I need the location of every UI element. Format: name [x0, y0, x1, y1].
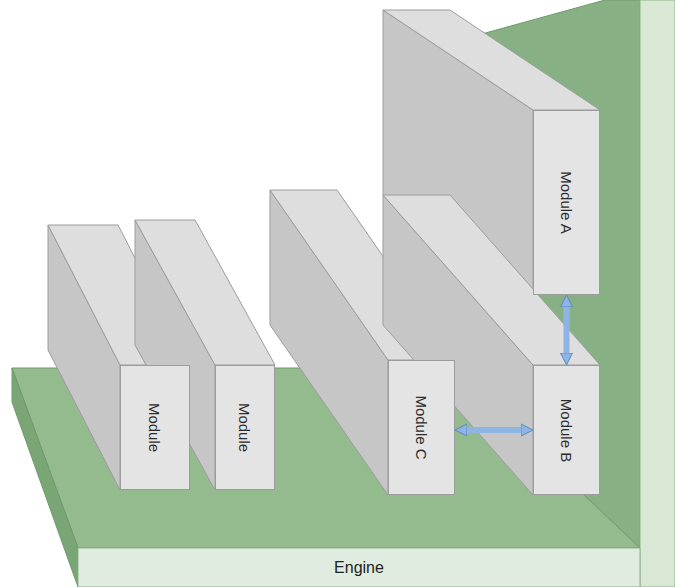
module-box: Module — [215, 365, 275, 490]
base-front — [78, 548, 640, 587]
module-box: Module B — [533, 365, 600, 495]
module-label: Module B — [558, 398, 575, 461]
platform-label: Engine — [334, 559, 384, 577]
module-box: Module C — [388, 360, 455, 495]
module-label: Module A — [558, 171, 575, 234]
module-box: Module A — [533, 110, 600, 295]
module-top — [383, 10, 600, 110]
module-box: Module — [120, 365, 190, 490]
module-label: Module C — [413, 395, 430, 459]
base-side — [12, 368, 78, 587]
data-flow-arrow — [564, 307, 570, 353]
module-label: Module — [146, 403, 163, 452]
engine-label-band: Engine — [78, 548, 640, 587]
module-top — [135, 220, 275, 365]
module-label: Module — [236, 403, 253, 452]
wall-front-face — [640, 0, 675, 587]
data-flow-arrow — [467, 427, 521, 433]
